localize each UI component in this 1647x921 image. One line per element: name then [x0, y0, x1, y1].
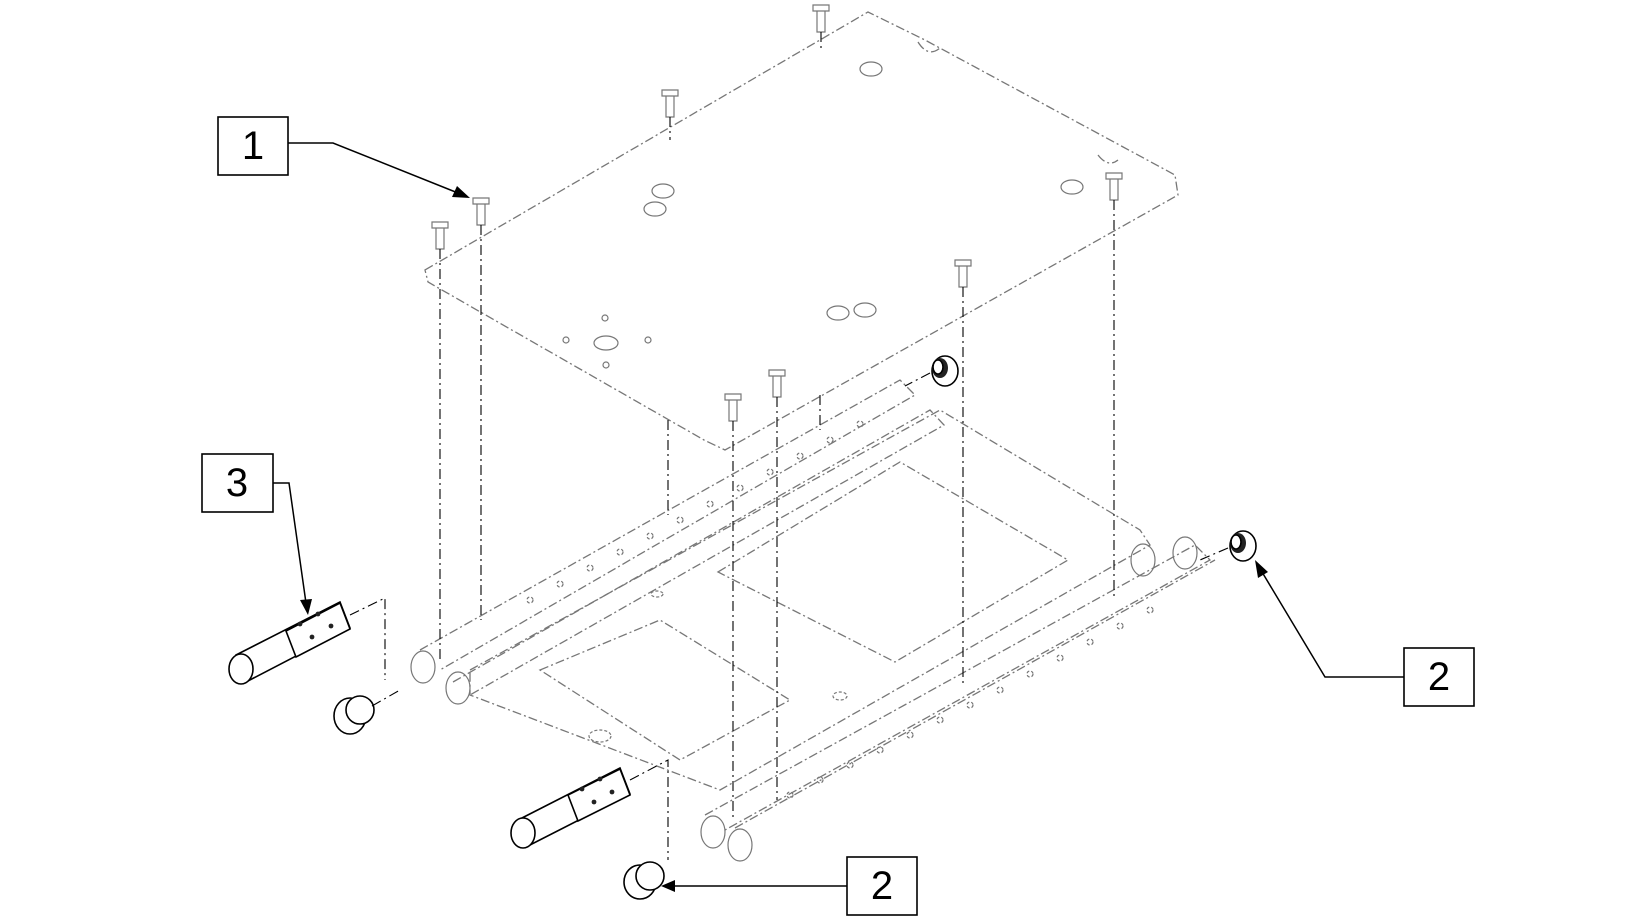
end-cap-lower-middle: [623, 861, 665, 900]
end-cap-upper-middle: [904, 355, 959, 387]
telescoping-insert-right: [510, 759, 669, 860]
end-cap-lower-left: [333, 689, 401, 735]
callout-2-right: 2: [1403, 647, 1475, 707]
upper-plate: [424, 11, 1179, 451]
callout-3: 3: [201, 453, 274, 513]
screws: [431, 4, 1123, 820]
callout-1: 1: [217, 116, 289, 176]
leader-lines: [273, 142, 1404, 892]
callout-2-bottom: 2: [846, 856, 918, 916]
callout-3-label: 3: [226, 461, 248, 505]
callout-2-bottom-label: 2: [871, 864, 893, 908]
lower-frame: [410, 379, 1216, 862]
telescoping-insert-left: [228, 597, 386, 685]
callout-2-right-label: 2: [1428, 655, 1450, 699]
end-cap-upper-right: [1199, 530, 1257, 562]
callout-1-label: 1: [242, 124, 264, 168]
